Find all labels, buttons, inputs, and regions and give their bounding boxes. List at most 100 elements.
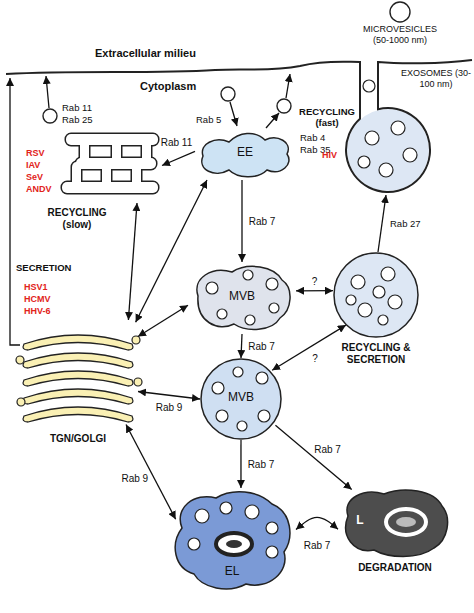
virus-label: HIV bbox=[322, 150, 337, 161]
tubule-outline bbox=[112, 138, 121, 166]
intraluminal-vesicle bbox=[256, 372, 268, 384]
golgi-stack: TGN/GOLGI bbox=[18, 320, 138, 430]
exosome-release-arrow bbox=[378, 195, 386, 252]
intraluminal-vesicle bbox=[16, 356, 24, 364]
rab-label: Rab 25 bbox=[62, 114, 93, 125]
intraluminal-vesicle bbox=[266, 278, 278, 290]
vesicle-label: MICROVESICLES (50-1000 nm) bbox=[355, 24, 445, 46]
endolysosome: EL bbox=[168, 488, 296, 592]
golgi-cisterna bbox=[23, 353, 133, 368]
intraluminal-vesicle bbox=[373, 286, 385, 298]
dense-body bbox=[216, 533, 252, 555]
node-label: TGN/GOLGI bbox=[18, 433, 138, 445]
exosome bbox=[363, 80, 375, 92]
recycling-arrow bbox=[46, 76, 49, 108]
early-endosome: EE bbox=[195, 128, 295, 180]
intraluminal-vesicle bbox=[346, 295, 356, 305]
intraluminal-vesicle bbox=[245, 315, 255, 325]
plasma-membrane bbox=[6, 60, 472, 192]
intraluminal-vesicle bbox=[216, 410, 228, 422]
intraluminal-vesicle bbox=[258, 410, 270, 422]
mvb-shape bbox=[201, 359, 281, 439]
node-outline bbox=[18, 320, 138, 430]
tubule-fill bbox=[142, 138, 151, 166]
uptake-arrow bbox=[230, 102, 237, 126]
tubule-outline bbox=[72, 162, 81, 188]
tubule-fill bbox=[132, 162, 141, 188]
traffic-arrow bbox=[240, 440, 241, 488]
recycling-network: RECYCLING (slow) bbox=[62, 128, 162, 203]
node-label: EE bbox=[195, 146, 295, 160]
traffic-arrow bbox=[241, 334, 242, 358]
tubule-outline bbox=[132, 162, 141, 188]
rab-label: Rab 7 bbox=[304, 540, 331, 551]
traffic-arrow bbox=[162, 151, 195, 165]
node-label: L bbox=[352, 514, 368, 528]
rab-label: Rab 4 bbox=[300, 132, 325, 143]
node-outline bbox=[338, 486, 452, 558]
vesicle-label: EXOSOMES (30-100 nm) bbox=[400, 68, 472, 90]
traffic-arrow bbox=[126, 425, 176, 520]
mvb-compartment: MVB bbox=[200, 358, 282, 440]
virus-label: ANDV bbox=[26, 184, 52, 195]
rab-label: ? bbox=[312, 352, 318, 363]
traffic-arrow bbox=[296, 290, 333, 291]
recycling-vesicle bbox=[43, 109, 57, 123]
intraluminal-vesicle bbox=[188, 538, 200, 550]
traffic-arrow bbox=[275, 425, 351, 489]
pathway-label: RECYCLING (fast) bbox=[296, 106, 358, 129]
virus-label: RSV bbox=[26, 148, 45, 159]
traffic-arrow bbox=[241, 180, 242, 262]
endocytic-vesicle bbox=[221, 87, 235, 101]
tubule-fill bbox=[102, 162, 111, 188]
golgi-cisterna bbox=[23, 389, 133, 404]
dense-core bbox=[396, 517, 416, 527]
intraluminal-vesicle bbox=[403, 148, 417, 162]
traffic-arrow bbox=[272, 325, 346, 370]
rab-label: Rab 7 bbox=[248, 459, 275, 470]
intraluminal-vesicle bbox=[351, 275, 365, 289]
intraluminal-vesicle bbox=[233, 367, 243, 377]
intraluminal-vesicle bbox=[358, 156, 370, 168]
virus-label: IAV bbox=[26, 160, 40, 171]
tubule-outline bbox=[102, 162, 111, 188]
virus-label: HCMV bbox=[24, 294, 51, 305]
intraluminal-vesicle bbox=[365, 131, 379, 145]
intraluminal-vesicle bbox=[206, 282, 218, 294]
pathway-label: SECRETION bbox=[16, 262, 71, 273]
node-label: MVB bbox=[200, 391, 282, 405]
node-outline bbox=[62, 128, 162, 203]
traffic-arrow bbox=[296, 517, 338, 529]
secretory-mvb: RECYCLING & SECRETION bbox=[333, 252, 419, 338]
tubule-fill bbox=[112, 138, 121, 166]
dense-core bbox=[226, 540, 242, 548]
intraluminal-vesicle bbox=[269, 303, 279, 313]
tubule-fill bbox=[72, 162, 81, 188]
golgi-cisterna bbox=[23, 407, 133, 422]
node-label: RECYCLING & SECRETION bbox=[321, 342, 431, 365]
intraluminal-vesicle bbox=[266, 522, 278, 534]
region-label: Cytoplasm bbox=[140, 80, 196, 93]
fusing-mvb-fill bbox=[347, 109, 429, 191]
tubule-outline bbox=[142, 138, 151, 166]
rab-label: ? bbox=[312, 275, 318, 286]
node-label: MVB bbox=[188, 290, 296, 304]
node-heading: DEGRADATION bbox=[338, 562, 452, 574]
microvesicle bbox=[390, 2, 410, 22]
rab-label: Rab 7 bbox=[249, 216, 276, 227]
rab-label: Rab 11 bbox=[161, 137, 193, 148]
virus-label: HHV-6 bbox=[24, 306, 51, 317]
intraluminal-vesicle bbox=[381, 267, 395, 281]
virus-label: SeV bbox=[26, 172, 43, 183]
rab-label: Rab 9 bbox=[121, 472, 148, 483]
rab-label: Rab 7 bbox=[248, 341, 275, 352]
rab-label: Rab 7 bbox=[314, 444, 341, 455]
intraluminal-vesicle bbox=[212, 382, 224, 394]
traffic-arrow bbox=[128, 203, 137, 320]
dense-body bbox=[386, 509, 426, 535]
recycling-vesicle bbox=[277, 99, 291, 113]
mvb-shape bbox=[334, 253, 418, 337]
